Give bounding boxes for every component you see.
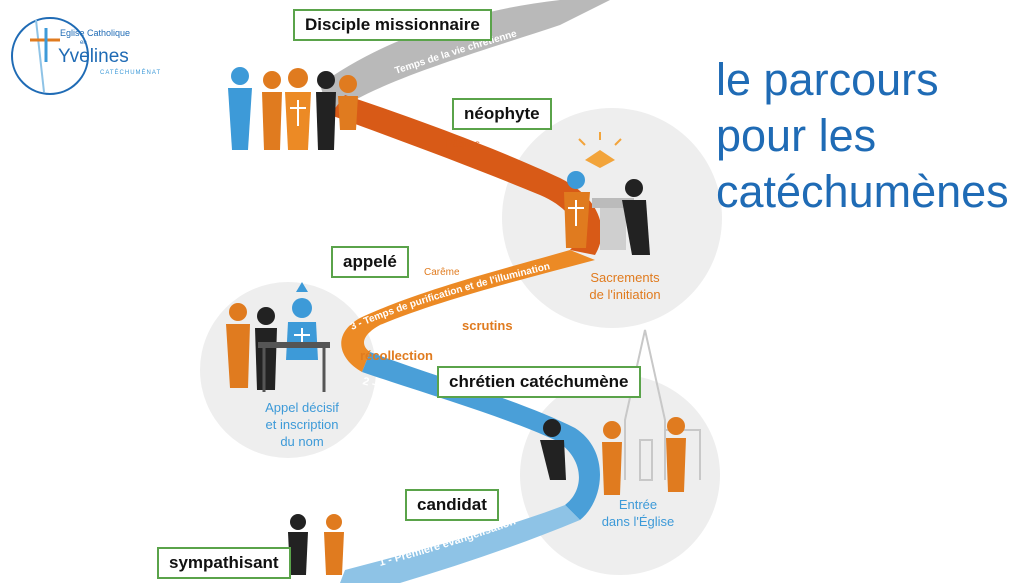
- person-body: [622, 200, 650, 255]
- diocese-logo: Eglise Catholique en Yvelines CATÉCHUMÉN…: [11, 17, 161, 95]
- stage-chretien-catechumene: chrétien catéchumène: [437, 366, 641, 398]
- person-head: [229, 303, 247, 321]
- person-body: [316, 92, 336, 150]
- band-evangelisation: [340, 505, 580, 583]
- caption-appel-line3: du nom: [280, 434, 323, 449]
- person-body: [666, 438, 686, 492]
- band-vie-chretienne: [320, 0, 610, 115]
- person-body: [338, 96, 358, 130]
- caption-sacrements-line2: de l'initiation: [589, 287, 660, 302]
- logo-line3: Yvelines: [58, 46, 129, 67]
- logo-circle: [11, 17, 89, 95]
- person-head: [317, 71, 335, 89]
- caption-appel: Appel décisif et inscription du nom: [265, 400, 339, 449]
- page-title: le parcours pour les catéchumènes: [716, 52, 1016, 220]
- people-baptism: [564, 171, 650, 255]
- table-icon: [258, 342, 330, 348]
- stage-disciple-missionnaire: Disciple missionnaire: [293, 9, 492, 41]
- stage-appele: appelé: [331, 246, 409, 278]
- caption-entree-line1: Entrée: [619, 497, 657, 512]
- person-body: [540, 440, 566, 480]
- annotation-scrutins: scrutins: [462, 318, 513, 333]
- person-head: [339, 75, 357, 93]
- logo-line4: CATÉCHUMÉNAT: [100, 69, 161, 76]
- person-body: [324, 532, 344, 575]
- person-head: [288, 68, 308, 88]
- person-body: [262, 92, 282, 150]
- caption-appel-line1: Appel décisif: [265, 400, 339, 415]
- people-bottom: [288, 514, 344, 575]
- person-head: [326, 514, 342, 530]
- person-head: [231, 67, 249, 85]
- person-head: [263, 71, 281, 89]
- dove-icon: [578, 132, 622, 168]
- people-appel: [226, 282, 330, 392]
- person-head: [625, 179, 643, 197]
- band-purification: [341, 250, 595, 372]
- person-head: [257, 307, 275, 325]
- annotation-careme: Carême: [424, 267, 460, 278]
- person-head: [567, 171, 585, 189]
- title-line: catéchumènes: [716, 166, 1009, 217]
- title-line: pour les: [716, 110, 877, 161]
- logo-line1: Eglise Catholique: [60, 28, 130, 38]
- stage-candidat: candidat: [405, 489, 499, 521]
- person-body: [255, 328, 277, 390]
- caption-entree: Entrée dans l'Église: [602, 497, 675, 529]
- band-mystagogie: [330, 95, 602, 255]
- title-line: le parcours: [716, 54, 939, 105]
- person-body: [228, 88, 252, 150]
- person-body: [602, 442, 622, 495]
- people-entree: [540, 417, 686, 495]
- person-body: [288, 532, 308, 575]
- stage-sympathisant: sympathisant: [157, 547, 291, 579]
- annotation-paques: Pâques: [446, 139, 480, 150]
- person-head: [667, 417, 685, 435]
- annotation-recollection: récollection: [360, 348, 433, 363]
- people-group-top: [228, 67, 358, 150]
- caption-sacrements: Sacrements de l'initiation: [589, 270, 660, 302]
- person-body: [226, 324, 250, 388]
- person-head: [603, 421, 621, 439]
- caption-sacrements-line1: Sacrements: [590, 270, 660, 285]
- baptismal-font-icon: [592, 198, 634, 250]
- bishop-head: [292, 298, 312, 318]
- caption-entree-line2: dans l'Église: [602, 514, 675, 529]
- person-head: [543, 419, 561, 437]
- stage-neophyte: néophyte: [452, 98, 552, 130]
- caption-appel-line2: et inscription: [266, 417, 339, 432]
- logo-line2: en: [80, 40, 87, 46]
- person-head: [290, 514, 306, 530]
